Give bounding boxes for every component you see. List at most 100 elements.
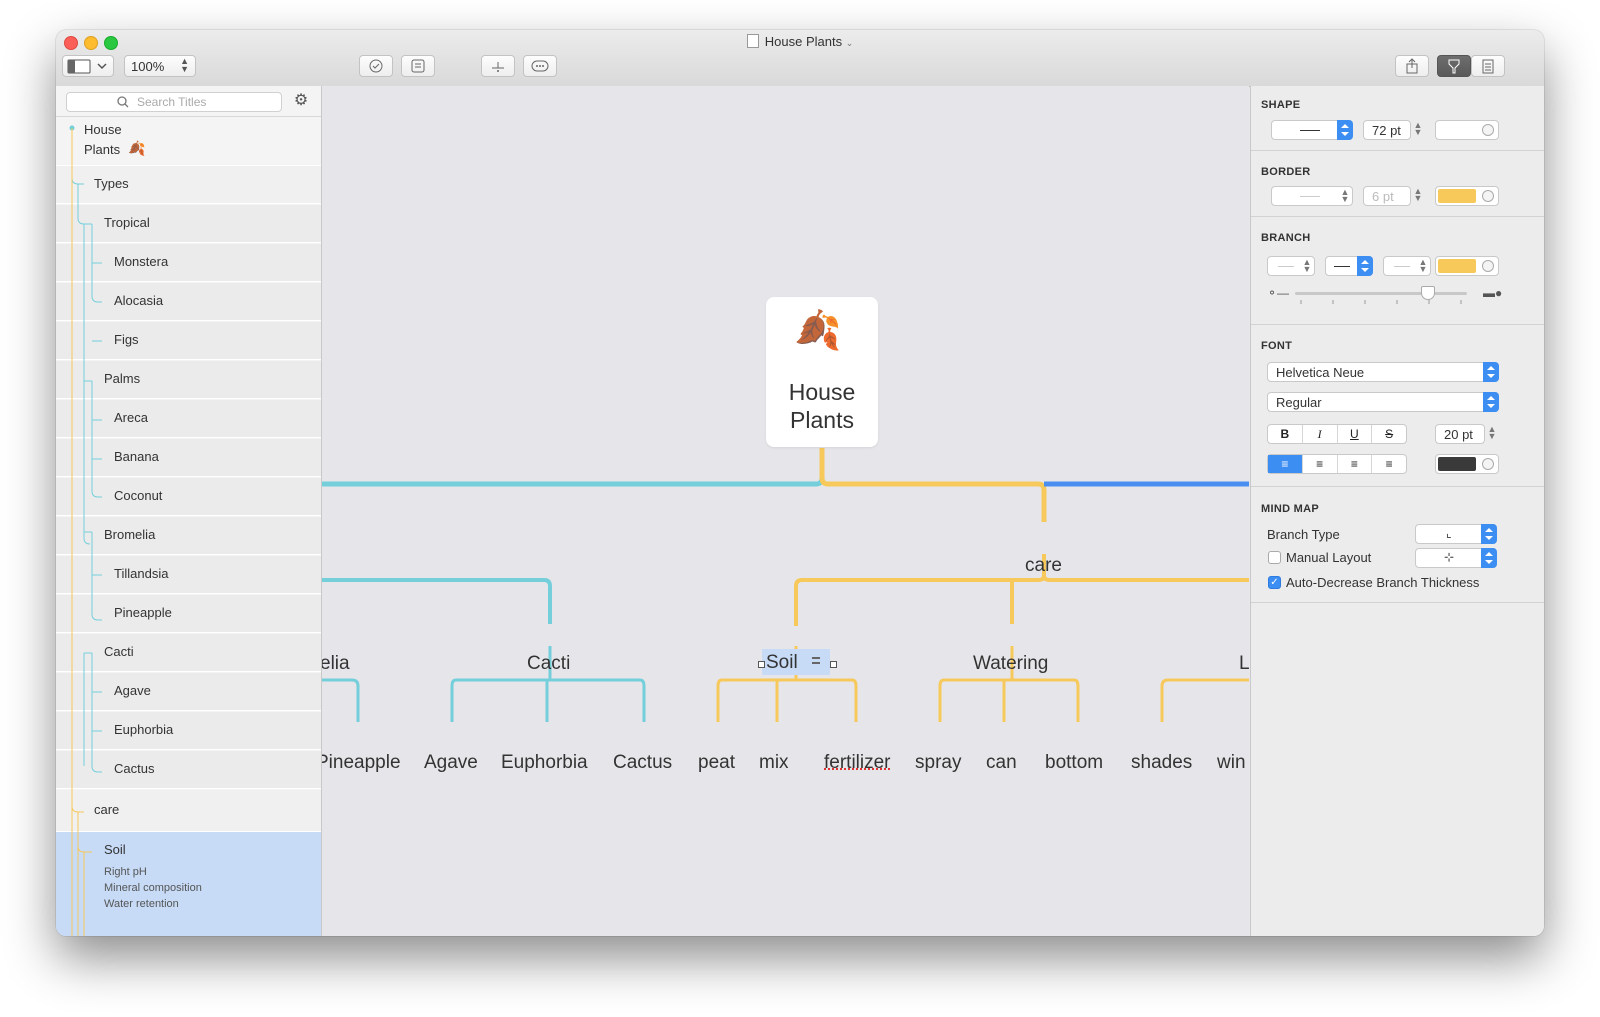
branch-thickness-slider[interactable] [1295, 292, 1467, 295]
sidebar-item[interactable]: Tropical [56, 205, 321, 243]
topic-cacti[interactable]: Cacti [527, 653, 571, 674]
minimize-window-button[interactable] [84, 36, 98, 50]
topic-pineapple[interactable]: Pineapple [322, 752, 401, 773]
sidebar-item[interactable]: Cacti [56, 634, 321, 672]
chevron-down-icon: ⌄ [845, 38, 854, 48]
mind-map-canvas[interactable]: 🍂 House Plants care elia Cacti Soil Wate… [322, 86, 1249, 936]
border-style-popup[interactable]: ▲▼ [1271, 186, 1353, 206]
sidebar-item[interactable]: Areca [56, 400, 321, 438]
layout-icon: ⊹ [1444, 550, 1455, 564]
align-right-icon[interactable]: ≡ [1338, 455, 1373, 473]
sidebar-item[interactable]: Banana [56, 439, 321, 477]
font-size-field[interactable]: 20 pt [1435, 424, 1485, 444]
sidebar-item[interactable]: Alocasia [56, 283, 321, 321]
sidebar-item[interactable]: Coconut [56, 478, 321, 516]
close-window-button[interactable] [64, 36, 78, 50]
add-sibling-button[interactable] [523, 55, 557, 77]
topic-soil-selected[interactable]: Soil [762, 649, 830, 675]
share-button[interactable] [1395, 55, 1429, 77]
sidebar-item-selected[interactable]: Soil Right pH Mineral composition Water … [56, 832, 321, 936]
sidebar-item[interactable]: Cactus [56, 751, 321, 789]
alignment-segmented[interactable]: ≡ ≡ ≡ ≡ [1267, 454, 1407, 474]
add-child-button[interactable] [481, 55, 515, 77]
sidebar-root-item[interactable]: House Plants 🍂 [56, 117, 321, 166]
gear-icon[interactable]: ⚙ [293, 92, 309, 109]
topic-peat[interactable]: peat [698, 752, 735, 773]
font-color-well[interactable] [1435, 454, 1499, 474]
stepper-icon: ▲▼ [180, 56, 189, 74]
root-topic-card[interactable]: 🍂 House Plants [766, 297, 878, 447]
sidebar-item[interactable]: Palms [56, 361, 321, 399]
manual-layout-checkbox[interactable] [1268, 551, 1281, 564]
branch-start-popup[interactable]: ▲▼ [1267, 256, 1315, 276]
sidebar-item[interactable]: Figs [56, 322, 321, 360]
note-button[interactable] [401, 55, 435, 77]
sidebar-item[interactable]: Types [56, 166, 321, 204]
zoom-stepper[interactable]: 100% ▲▼ [124, 55, 196, 77]
search-icon [117, 96, 129, 108]
mark-done-button[interactable] [359, 55, 393, 77]
sidebar-item[interactable]: care [56, 790, 321, 832]
sidebar-item[interactable]: Pineapple [56, 595, 321, 633]
branch-color-well[interactable] [1435, 256, 1499, 276]
align-left-icon[interactable]: ≡ [1268, 455, 1303, 473]
branch-line-popup[interactable] [1325, 256, 1373, 276]
underline-button[interactable]: U [1338, 425, 1373, 443]
sidebar-item[interactable]: Monstera [56, 244, 321, 282]
sidebar-toggle-button[interactable] [62, 55, 114, 77]
sidebar-item[interactable]: Bromelia [56, 517, 321, 555]
topic-bottom[interactable]: bottom [1045, 752, 1104, 773]
zoom-window-button[interactable] [104, 36, 118, 50]
branch-end-popup[interactable]: ▲▼ [1383, 256, 1431, 276]
document-icon [746, 34, 759, 48]
resize-handle-left[interactable] [758, 661, 765, 668]
topic-bromelia-partial[interactable]: elia [322, 653, 350, 674]
thick-branch-icon: ▬● [1483, 286, 1503, 300]
topic-light-partial[interactable]: L [1239, 653, 1249, 674]
shape-size-field[interactable]: 72 pt [1363, 120, 1411, 140]
topic-watering[interactable]: Watering [973, 653, 1049, 674]
topic-window-partial[interactable]: win [1217, 752, 1246, 773]
topic-spray[interactable]: spray [915, 752, 962, 773]
window-title[interactable]: House Plants ⌄ [56, 34, 1544, 49]
align-justify-icon[interactable]: ≡ [1385, 457, 1393, 471]
slider-ticks [1300, 300, 1462, 304]
search-input[interactable]: Search Titles [66, 92, 282, 112]
topic-euphorbia[interactable]: Euphorbia [501, 752, 588, 773]
sidebar-item[interactable]: Tillandsia [56, 556, 321, 594]
topic-mix[interactable]: mix [759, 752, 789, 773]
italic-button[interactable]: I [1303, 425, 1338, 443]
topic-care[interactable]: care [1025, 555, 1062, 576]
document-inspector-button[interactable] [1471, 55, 1505, 77]
border-size-field[interactable]: 6 pt [1363, 186, 1411, 206]
branch-type-icon: ⌞ [1446, 526, 1452, 540]
sidebar-item[interactable]: Agave [56, 673, 321, 711]
topic-agave[interactable]: Agave [424, 752, 478, 773]
border-size-stepper[interactable]: ▲▼ [1413, 186, 1423, 203]
layout-style-popup[interactable]: ⊹ [1415, 548, 1497, 568]
resize-handle-right[interactable] [830, 661, 837, 668]
app-window: House Plants ⌄ 100% ▲▼ [56, 30, 1544, 936]
border-color-well[interactable] [1435, 186, 1499, 206]
topic-can[interactable]: can [986, 752, 1017, 773]
topic-cactus[interactable]: Cactus [613, 752, 673, 773]
shape-fill-color-well[interactable] [1435, 120, 1499, 140]
leaf-emoji-icon: 🍂 [794, 310, 842, 352]
font-style-popup[interactable]: Regular [1267, 392, 1499, 412]
font-style-segmented[interactable]: B I U S [1267, 424, 1407, 444]
strikethrough-button[interactable]: S [1385, 427, 1394, 441]
topic-fertilizer[interactable]: fertilizer [824, 752, 891, 773]
font-size-stepper[interactable]: ▲▼ [1487, 424, 1497, 441]
font-family-popup[interactable]: Helvetica Neue [1267, 362, 1499, 382]
bold-button[interactable]: B [1268, 425, 1303, 443]
format-inspector-button[interactable] [1437, 55, 1471, 77]
topic-shades[interactable]: shades [1131, 752, 1193, 773]
align-center-icon[interactable]: ≡ [1303, 455, 1338, 473]
slider-thumb[interactable] [1421, 286, 1435, 300]
title-bar: House Plants ⌄ 100% ▲▼ [56, 30, 1544, 87]
shape-style-popup[interactable] [1271, 120, 1353, 140]
auto-decrease-checkbox[interactable]: ✓ [1268, 576, 1281, 589]
sidebar-item[interactable]: Euphorbia [56, 712, 321, 750]
shape-size-stepper[interactable]: ▲▼ [1413, 120, 1423, 137]
branch-type-popup[interactable]: ⌞ [1415, 524, 1497, 544]
